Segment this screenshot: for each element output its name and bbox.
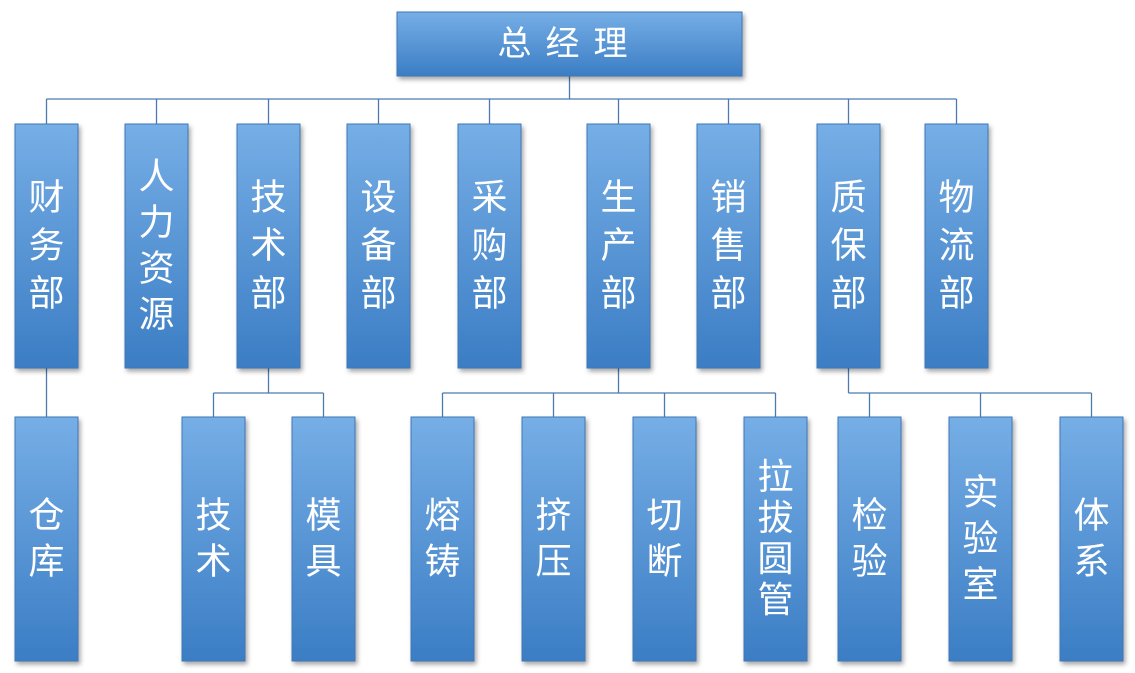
- sub-unit-box-extrusion: 挤压: [521, 416, 586, 662]
- department-box-finance-label: 财务部: [28, 178, 64, 315]
- sub-unit-box-mold: 模具: [291, 416, 356, 662]
- department-box-logistics: 物流部: [924, 123, 989, 369]
- connector-lines: [45, 76, 1093, 417]
- department-box-purchase: 采购部: [457, 123, 522, 369]
- sub-unit-box-drawing: 拉拔圆管: [743, 416, 808, 662]
- root-box-general-manager-label: 总经理: [498, 24, 642, 64]
- department-box-sales-shape: [696, 123, 761, 369]
- sub-unit-box-cutting-label: 切断: [646, 496, 682, 583]
- sub-unit-box-tech2-shape: [181, 416, 246, 662]
- department-box-production-shape: [586, 123, 651, 369]
- sub-unit-box-warehouse-shape: [14, 416, 79, 662]
- sub-unit-box-inspection: 检验: [837, 416, 902, 662]
- department-box-finance-shape: [14, 123, 79, 369]
- root-box-general-manager-shape: [396, 11, 743, 77]
- department-box-equipment-shape: [346, 123, 411, 369]
- sub-unit-box-mold-shape: [291, 416, 356, 662]
- sub-unit-box-inspection-shape: [837, 416, 902, 662]
- sub-unit-box-drawing-shape: [743, 416, 808, 662]
- sub-unit-box-extrusion-label: 挤压: [535, 496, 571, 583]
- sub-unit-box-cutting: 切断: [632, 416, 697, 662]
- sub-unit-box-lab-label: 实验室: [962, 473, 998, 606]
- sub-unit-box-inspection-label: 检验: [851, 496, 887, 583]
- sub-unit-box-casting-shape: [410, 416, 475, 662]
- sub-unit-box-casting-label: 熔铸: [424, 496, 460, 583]
- department-box-qa: 质保部: [816, 123, 881, 369]
- root-box-general-manager: 总经理: [396, 11, 743, 77]
- sub-unit-box-casting: 熔铸: [410, 416, 475, 662]
- department-box-hr-shape: [124, 123, 189, 369]
- sub-unit-box-drawing-label: 拉拔圆管: [757, 457, 793, 621]
- sub-unit-box-mold-label: 模具: [305, 496, 341, 583]
- department-box-production-label: 生产部: [600, 178, 636, 315]
- department-box-hr-label: 人力资源: [138, 157, 174, 336]
- department-box-equipment-label: 设备部: [360, 178, 396, 315]
- department-box-logistics-shape: [924, 123, 989, 369]
- sub-unit-box-warehouse: 仓库: [14, 416, 79, 662]
- sub-unit-box-extrusion-shape: [521, 416, 586, 662]
- sub-unit-box-system: 体系: [1059, 416, 1124, 662]
- department-box-tech-label: 技术部: [250, 178, 286, 315]
- department-box-sales-label: 销售部: [710, 178, 746, 315]
- department-box-purchase-label: 采购部: [471, 178, 507, 315]
- department-box-purchase-shape: [457, 123, 522, 369]
- sub-unit-box-tech2: 技术: [181, 416, 246, 662]
- sub-unit-box-system-shape: [1059, 416, 1124, 662]
- department-box-production: 生产部: [586, 123, 651, 369]
- sub-unit-box-lab: 实验室: [948, 416, 1013, 662]
- department-box-hr: 人力资源: [124, 123, 189, 369]
- sub-unit-box-warehouse-label: 仓库: [28, 496, 64, 583]
- sub-unit-box-lab-shape: [948, 416, 1013, 662]
- department-box-sales: 销售部: [696, 123, 761, 369]
- department-box-logistics-label: 物流部: [938, 178, 974, 315]
- department-box-qa-label: 质保部: [830, 178, 866, 315]
- department-box-finance: 财务部: [14, 123, 79, 369]
- department-box-tech: 技术部: [236, 123, 301, 369]
- sub-unit-box-system-label: 体系: [1073, 496, 1109, 583]
- department-box-qa-shape: [816, 123, 881, 369]
- department-box-tech-shape: [236, 123, 301, 369]
- sub-unit-box-cutting-shape: [632, 416, 697, 662]
- sub-unit-box-tech2-label: 技术: [195, 496, 231, 583]
- department-box-equipment: 设备部: [346, 123, 411, 369]
